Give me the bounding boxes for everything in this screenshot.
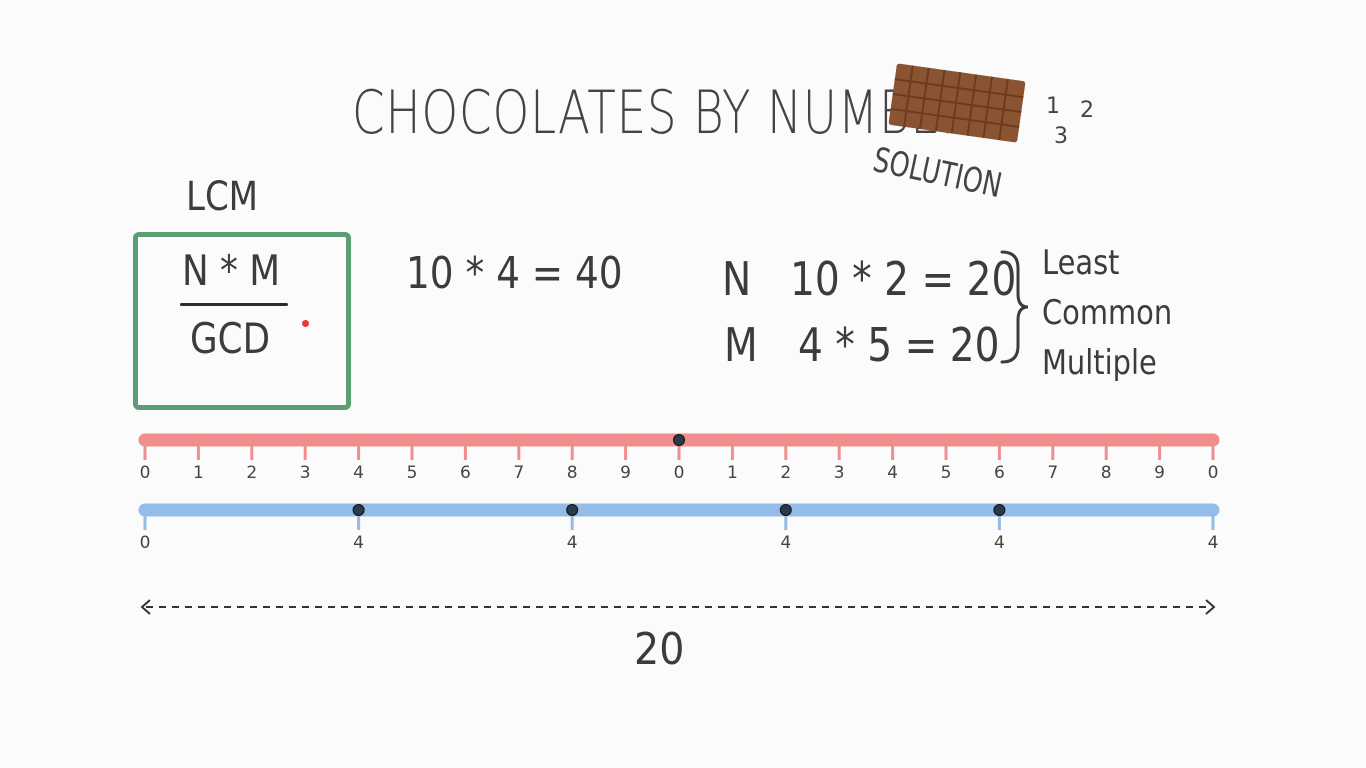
- n-label: N: [722, 252, 752, 306]
- blue-tick-label: 4: [567, 533, 578, 553]
- red-tick-label: 5: [941, 463, 952, 483]
- lcm-definition: Least Common Multiple: [1042, 238, 1172, 388]
- blue-marker: [779, 504, 792, 516]
- red-tick-label: 6: [460, 463, 471, 483]
- blue-marker: [993, 504, 1006, 516]
- red-tick-label: 6: [994, 463, 1005, 483]
- badge-number-2: 2: [1080, 98, 1094, 123]
- blue-tick-label: 4: [780, 533, 791, 553]
- red-tick-label: 7: [1047, 463, 1058, 483]
- red-tick-label: 7: [513, 463, 524, 483]
- product-equation: 10 * 4 = 40: [406, 248, 623, 299]
- chocolate-bar-icon: [888, 63, 1026, 143]
- m-label: M: [724, 318, 758, 372]
- red-tick-label: 3: [300, 463, 311, 483]
- definition-word-3: Multiple: [1042, 343, 1157, 383]
- red-tick-label: 1: [727, 463, 738, 483]
- badge-number-1: 1: [1046, 94, 1060, 119]
- blue-marker: [352, 504, 365, 516]
- red-tick-label: 4: [887, 463, 898, 483]
- curly-brace-icon: [1000, 250, 1029, 364]
- m-equation: 4 * 5 = 20: [798, 318, 1000, 372]
- distance-label: 20: [634, 624, 685, 675]
- badge-number-3: 3: [1054, 124, 1068, 149]
- fraction-bar: [180, 303, 288, 306]
- red-marker: [673, 434, 685, 446]
- definition-word-2: Common: [1042, 293, 1173, 333]
- blue-tick-label: 4: [1208, 533, 1219, 553]
- definition-word-1: Least: [1042, 243, 1120, 283]
- red-tick-label: 0: [1208, 463, 1219, 483]
- red-tick-label: 0: [674, 463, 685, 483]
- formula-denominator: GCD: [190, 314, 271, 363]
- red-tick-label: 1: [193, 463, 204, 483]
- red-tick-label: 5: [407, 463, 418, 483]
- lcm-label: LCM: [186, 174, 259, 220]
- red-tick-label: 8: [1101, 463, 1112, 483]
- red-tick-label: 9: [1154, 463, 1165, 483]
- red-tick-label: 2: [780, 463, 791, 483]
- blue-marker: [566, 504, 579, 516]
- blue-tick-label: 4: [994, 533, 1005, 553]
- red-tick-label: 3: [834, 463, 845, 483]
- red-tick-label: 0: [140, 463, 151, 483]
- blue-tick-label: 4: [353, 533, 364, 553]
- blue-tick-label: 0: [140, 533, 151, 553]
- red-tick-label: 9: [620, 463, 631, 483]
- red-tick-label: 8: [567, 463, 578, 483]
- red-tick-label: 4: [353, 463, 364, 483]
- distance-arrow: [140, 599, 1216, 615]
- formula-numerator: N * M: [182, 246, 281, 295]
- cursor-dot: [302, 320, 309, 327]
- formula-box: [133, 232, 351, 410]
- n-equation: 10 * 2 = 20: [790, 252, 1017, 306]
- red-tick-label: 2: [246, 463, 257, 483]
- watermark: Udemy: [1314, 742, 1354, 755]
